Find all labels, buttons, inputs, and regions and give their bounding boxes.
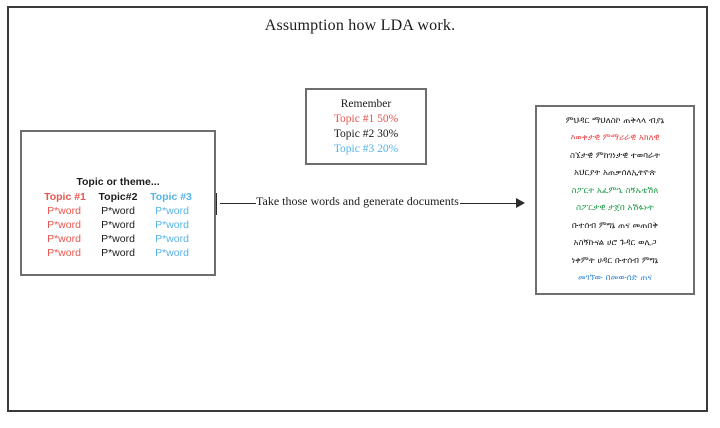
topics-box: Topic or theme... Topic #1 Topic#2 Topic…: [20, 130, 216, 276]
topic-header-1: Topic #1: [44, 190, 86, 203]
remember-item-topic-1: Topic #1 50%: [333, 112, 399, 125]
topic-word-4-3: P*word: [155, 246, 189, 259]
remember-title: Remember: [340, 97, 392, 110]
document-line: ስኜታዊ ምከገነታዊ ተወባራት: [569, 150, 661, 161]
document-line: ስፖርታዊ ታጀበ አሽፋኑት: [576, 203, 654, 213]
topic-word-1-2: P*word: [101, 204, 135, 217]
connector-line-left: [220, 203, 256, 204]
connector-arrow: Take those words and generate documents: [216, 193, 536, 215]
document-line: ምህዳር ማህለስኮ ጠቅላላ ብያኔ: [565, 115, 665, 126]
topic-word-4-1: P*word: [47, 246, 81, 259]
document-line: መገኘው በመውሰድ ጠና: [577, 273, 653, 283]
document-line: ቡተሰብ ምግኔ ጠና መጠበቅ: [571, 220, 659, 231]
documents-box: ምህዳር ማህለስኮ ጠቅላላ ብያኔ እወቀታዊ ምማሪራዊ አክለዊ ስኜታ…: [535, 105, 695, 295]
document-line: አስኝኩናል ሀሮ ጉዳር ወሊጋ: [573, 238, 657, 248]
topic-header-2: Topic#2: [98, 190, 138, 203]
remember-content: Remember Topic #1 50% Topic #2 30% Topic…: [307, 90, 425, 163]
document-line: ስፖርት አፈምኄ ስኝኡቴሽጰ: [571, 185, 659, 196]
remember-item-topic-3: Topic #3 20%: [333, 142, 399, 155]
figure-title: Assumption how LDA work.: [264, 17, 456, 34]
topics-caption: Topic or theme...: [76, 175, 160, 188]
topic-word-1-3: P*word: [155, 204, 189, 217]
connector-tail: [216, 193, 217, 215]
topic-word-2-3: P*word: [155, 218, 189, 231]
topics-content: Topic or theme... Topic #1 Topic#2 Topic…: [22, 132, 214, 274]
remember-item-topic-2: Topic #2 30%: [333, 127, 399, 140]
document-line: እወቀታዊ ምማሪራዊ አክለዊ: [570, 133, 660, 143]
topic-word-row: P*word P*word P*word: [40, 204, 196, 218]
topic-word-2-1: P*word: [47, 218, 81, 231]
connector-line-right: [460, 203, 518, 204]
topic-word-row: P*word P*word P*word: [40, 218, 196, 232]
topic-word-row: P*word P*word P*word: [40, 246, 196, 260]
topic-header-3: Topic #3: [150, 190, 192, 203]
topic-word-3-2: P*word: [101, 232, 135, 245]
topic-word-2-2: P*word: [101, 218, 135, 231]
arrowhead-icon: [516, 198, 525, 208]
documents-content: ምህዳር ማህለስኮ ጠቅላላ ብያኔ እወቀታዊ ምማሪራዊ አክለዊ ስኜታ…: [537, 107, 693, 293]
document-line: አህርያት አጠቃሰለኢትዮጵ: [574, 168, 656, 178]
topic-word-4-2: P*word: [101, 246, 135, 259]
topics-header-row: Topic #1 Topic#2 Topic #3: [41, 190, 195, 204]
topic-word-1-1: P*word: [47, 204, 81, 217]
topic-word-row: P*word P*word P*word: [40, 232, 196, 246]
remember-box: Remember Topic #1 50% Topic #2 30% Topic…: [305, 88, 427, 165]
topic-word-3-3: P*word: [155, 232, 189, 245]
topic-word-3-1: P*word: [47, 232, 81, 245]
document-line: ነቀምት ሀዳር ቡተሰብ ምግኔ: [571, 255, 659, 266]
connector-label: Take those words and generate documents: [256, 194, 459, 208]
